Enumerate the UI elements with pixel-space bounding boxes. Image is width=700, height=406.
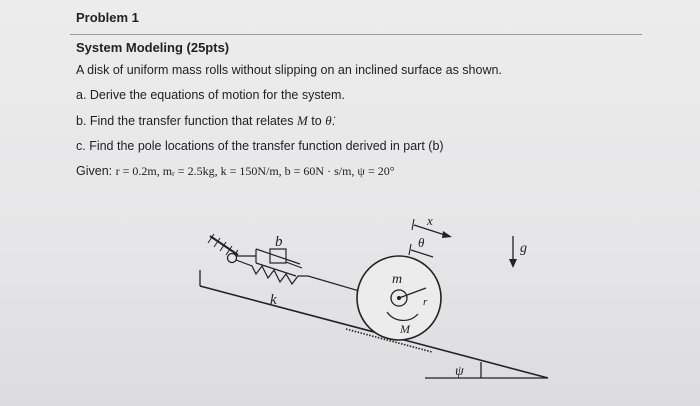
part-c: c. Find the pole locations of the transf… <box>76 139 444 153</box>
label-psi: ψ <box>455 364 464 379</box>
theta-arrow <box>408 243 434 258</box>
label-b: b <box>275 234 283 250</box>
label-M: M <box>399 322 411 336</box>
part-b-from: M <box>296 113 308 128</box>
label-x: x <box>426 213 433 228</box>
label-theta: θ <box>418 235 425 250</box>
wall-pivot <box>226 252 238 264</box>
problem-title: Problem 1 <box>76 10 139 25</box>
given-label: Given: <box>76 164 116 178</box>
spring <box>235 259 391 301</box>
given-values: r = 0.2m, mᵣ = 2.5kg, k = 150N/m, b = 60… <box>115 164 395 178</box>
problem-subtitle: System Modeling (25pts) <box>76 40 230 55</box>
part-b-to-word: to <box>307 114 326 128</box>
title-divider <box>70 34 642 35</box>
given-line: Given: r = 0.2m, mᵣ = 2.5kg, k = 150N/m,… <box>76 164 395 179</box>
disk-axle <box>390 289 408 307</box>
label-k: k <box>270 292 277 308</box>
part-b-suffix: . <box>331 114 336 128</box>
gravity-arrow <box>509 236 517 268</box>
label-r: r <box>423 296 428 308</box>
part-a: a. Derive the equations of motion for th… <box>76 88 345 102</box>
label-g: g <box>520 241 527 256</box>
part-b-to: θ̇ <box>325 113 332 128</box>
part-b: b. Find the transfer function that relat… <box>76 113 335 129</box>
damper <box>236 248 303 277</box>
problem-intro: A disk of uniform mass rolls without sli… <box>76 63 502 77</box>
part-b-prefix: b. Find the transfer function that relat… <box>76 114 297 128</box>
label-m: m <box>392 272 402 287</box>
x-arrow <box>411 218 452 238</box>
moment-arc <box>386 311 419 321</box>
radius-line <box>398 287 427 299</box>
